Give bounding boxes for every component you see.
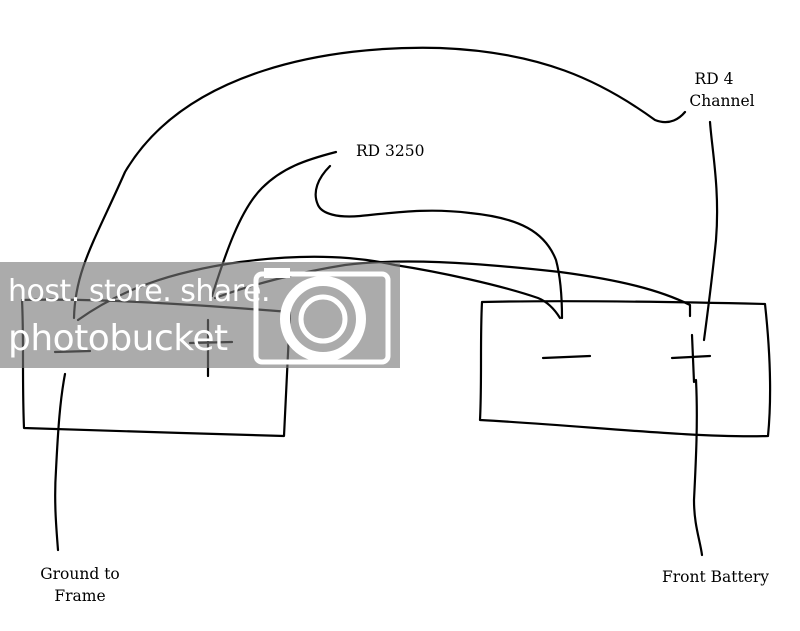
label-ground-line2: Frame <box>54 587 106 605</box>
wire-ground <box>54 372 67 552</box>
wire-rd4-negative <box>72 46 687 320</box>
right-negative-terminal <box>541 354 592 360</box>
label-rd4: RD 4 <box>694 70 734 88</box>
watermark-brand: photobucket <box>8 318 228 359</box>
wire-front-battery <box>692 378 704 557</box>
wire-rd4-positive <box>702 120 719 342</box>
label-front-battery: Front Battery <box>662 568 770 586</box>
watermark-tagline: host. store. share. <box>8 274 270 309</box>
right-positive-terminal <box>670 333 712 384</box>
wire-rd3250-positive <box>210 150 338 298</box>
label-channel: Channel <box>689 92 755 110</box>
right-battery-box <box>478 300 772 438</box>
label-rd3250: RD 3250 <box>356 142 425 160</box>
label-ground-line1: Ground to <box>40 565 120 583</box>
watermark-camera-icon <box>253 268 391 365</box>
wire-rd3250-negative <box>314 164 564 320</box>
